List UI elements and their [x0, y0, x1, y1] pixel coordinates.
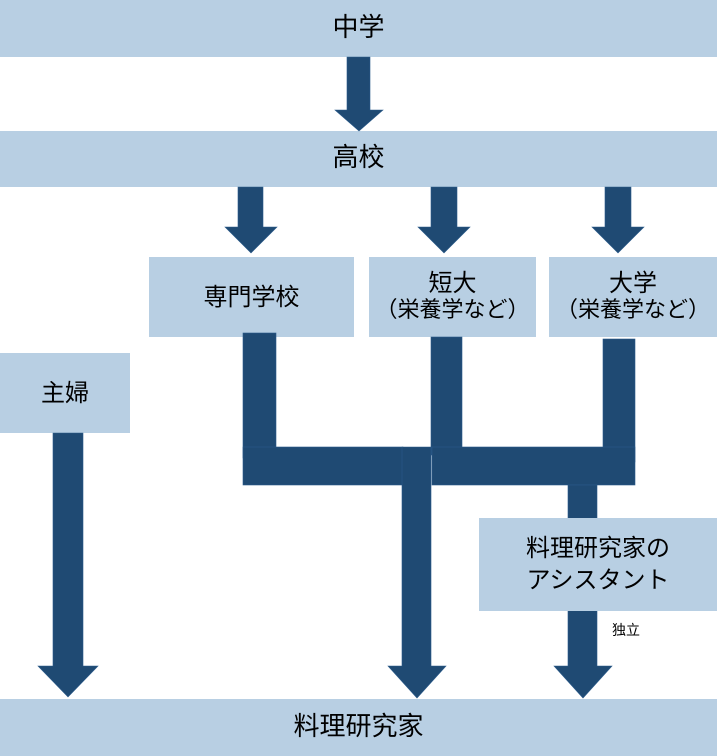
node-assistant-line2: アシスタント: [526, 565, 670, 594]
arrow-merge-to-culinary-researcher: [387, 446, 447, 699]
node-assistant: 料理研究家の アシスタント: [479, 518, 717, 611]
connector-merge-right: [431, 446, 636, 486]
arrow-junior-high-to-high-school: [334, 56, 384, 132]
node-university: 大学 （栄養学など）: [549, 257, 717, 337]
connector-to-assistant: [567, 484, 598, 521]
node-university-note: （栄養学など）: [555, 298, 710, 324]
arrow-high-school-to-university: [591, 186, 645, 254]
node-assistant-line1: 料理研究家の: [526, 534, 670, 563]
node-vocational-school: 専門学校: [149, 257, 354, 337]
connector-university-down: [602, 338, 636, 463]
arrow-high-school-to-junior-college: [417, 186, 471, 254]
arrow-high-school-to-vocational: [224, 186, 278, 254]
node-housewife: 主婦: [0, 353, 130, 433]
node-junior-college-note: （栄養学など）: [375, 298, 530, 324]
edge-label-independence: 独立: [612, 623, 640, 639]
node-university-label: 大学: [609, 269, 657, 298]
connector-vocational-down: [242, 332, 277, 459]
node-junior-college: 短大 （栄養学など）: [369, 257, 536, 337]
node-junior-college-label: 短大: [428, 269, 477, 298]
node-high-school-label: 高校: [332, 143, 385, 174]
connector-junior-college-down: [430, 336, 463, 456]
node-housewife-label: 主婦: [41, 378, 89, 407]
arrow-assistant-to-culinary-researcher: [553, 607, 613, 699]
arrow-housewife-to-culinary-researcher: [37, 432, 99, 698]
node-high-school: 高校: [0, 131, 717, 187]
connector-merge-left: [242, 446, 404, 486]
node-culinary-researcher: 料理研究家: [0, 699, 717, 756]
node-junior-high-label: 中学: [332, 12, 385, 43]
node-culinary-researcher-label: 料理研究家: [293, 711, 424, 742]
node-junior-high: 中学: [0, 0, 717, 57]
node-vocational-school-label: 専門学校: [203, 282, 300, 311]
